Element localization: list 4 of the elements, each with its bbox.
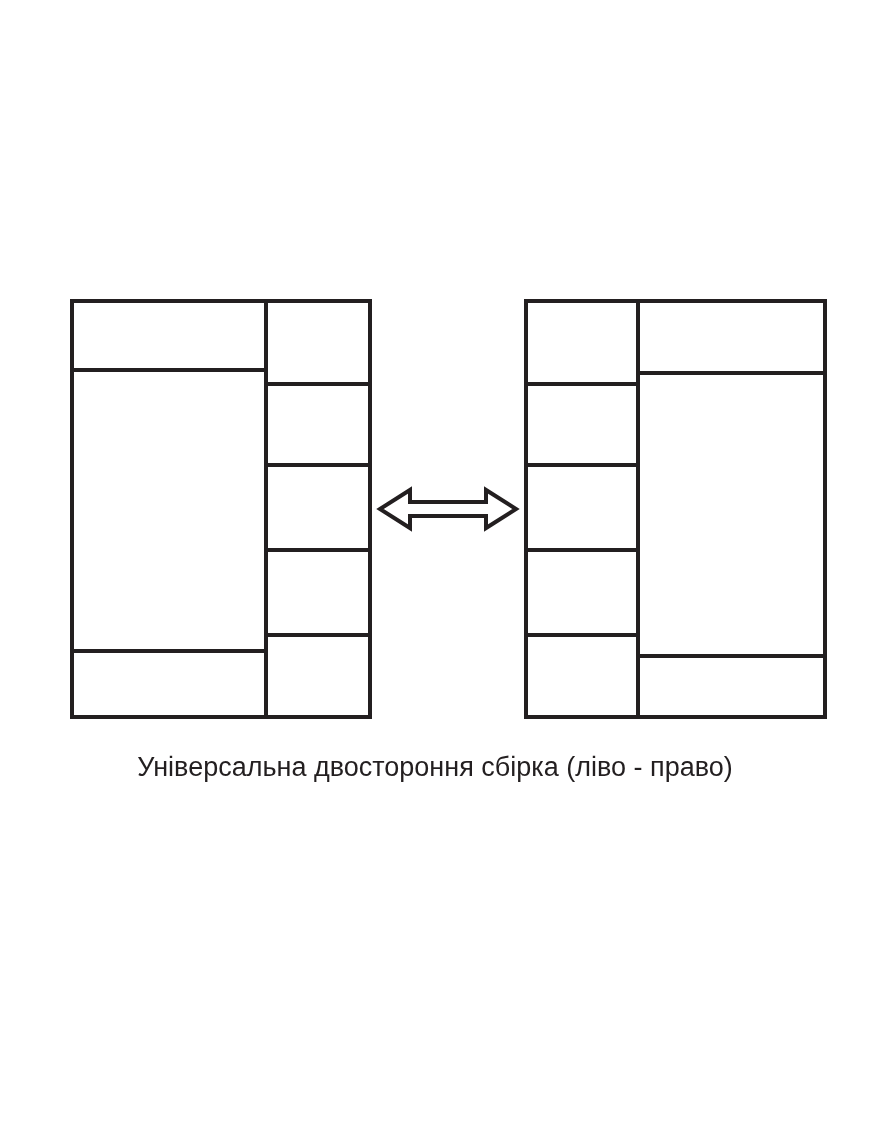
- caption: Універсальна двостороння сбірка (ліво - право): [137, 752, 733, 782]
- wardrobe-frame: [70, 299, 372, 719]
- wardrobe-frame: [524, 299, 827, 719]
- double-arrow: [376, 486, 520, 532]
